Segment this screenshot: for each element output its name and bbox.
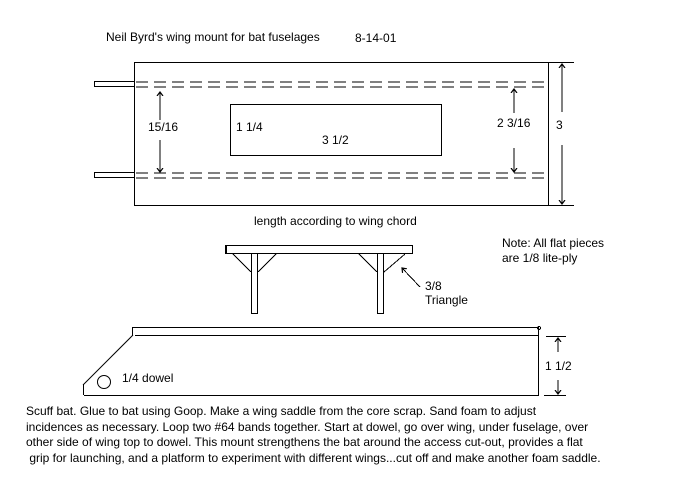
overall-width-dimension: [546, 62, 574, 206]
dowel-label: 1/4 dowel: [122, 371, 174, 385]
cutout-width-label: 1 1/4: [236, 120, 263, 134]
dowel-hole: [97, 375, 111, 389]
inner-span-label: 2 3/16: [497, 116, 531, 130]
end-view-profile: [82, 326, 541, 396]
overall-width-label: 3: [554, 118, 565, 132]
note-line-2: are 1/8 lite-ply: [502, 251, 578, 265]
instructions-line: other side of wing top to dowel. This mo…: [26, 435, 583, 449]
lower-dowel: [94, 172, 548, 179]
note-line-1: Note: All flat pieces: [502, 236, 605, 250]
triangle-leader: [402, 268, 421, 288]
instructions-text: Scuff bat. Glue to bat using Goop. Make …: [26, 404, 676, 466]
side-view-mount: [225, 245, 413, 314]
drawing-date: 8-14-01: [355, 31, 397, 45]
upper-dowel: [94, 81, 548, 88]
triangle-size-label: 3/8: [425, 279, 442, 293]
height-dimension: [544, 336, 566, 396]
instructions-line: grip for launching, and a platform to ex…: [26, 450, 601, 465]
access-cutout: [230, 104, 442, 156]
drawing-title: Neil Byrd's wing mount for bat fuselages: [106, 30, 320, 44]
height-label: 1 1/2: [545, 359, 572, 373]
side-view-caption: length according to wing chord: [254, 214, 417, 228]
cutout-length-label: 3 1/2: [322, 133, 349, 147]
triangle-label: Triangle: [425, 293, 468, 307]
instructions-line: incidences as necessary. Loop two #64 ba…: [26, 419, 589, 434]
instructions-line: Scuff bat. Glue to bat using Goop. Make …: [26, 404, 537, 418]
top-plate-outline: [134, 62, 549, 206]
dowel-spacing-label: 15/16: [147, 120, 180, 134]
